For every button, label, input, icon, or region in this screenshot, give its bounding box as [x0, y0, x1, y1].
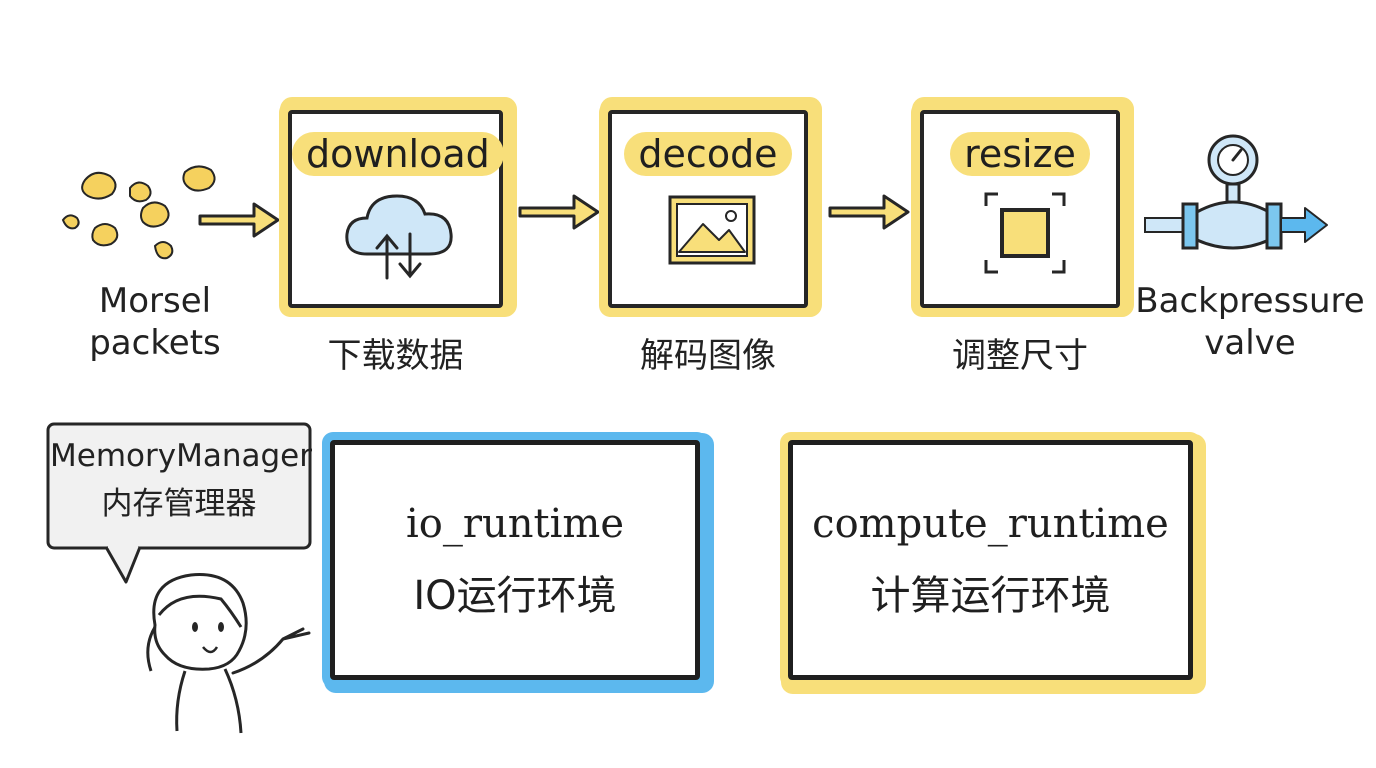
flow-arrow [518, 194, 600, 230]
stage-download: download [288, 110, 504, 308]
stage-resize: resize [920, 110, 1120, 308]
stage-label: download [292, 132, 504, 176]
compute-runtime-box: compute_runtime 计算运行环境 [788, 440, 1193, 680]
flow-arrow [198, 202, 280, 238]
pointing-character-icon [146, 573, 311, 734]
packets-icon [61, 165, 216, 260]
memory-manager-label: MemoryManager 内存管理器 [50, 438, 312, 522]
speech-bubble [46, 422, 312, 584]
stage-label: resize [924, 132, 1116, 176]
flow-arrow [828, 194, 910, 230]
valve-caption: Backpressure valve [1135, 281, 1365, 363]
runtime-label: 计算运行环境 [870, 573, 1111, 619]
runtime-label: IO运行环境 [413, 573, 617, 619]
stage-label: decode [612, 132, 804, 176]
stage-caption-decode: 解码图像 [640, 336, 776, 376]
io-runtime-box: io_runtime IO运行环境 [330, 440, 700, 680]
packets-caption: Morsel packets [89, 281, 221, 363]
runtime-name: compute_runtime [812, 501, 1169, 547]
stage-caption-resize: 调整尺寸 [952, 336, 1088, 376]
stage-caption-download: 下载数据 [327, 336, 464, 376]
crop-icon [984, 192, 1066, 274]
runtime-name: io_runtime [406, 501, 624, 547]
stage-decode: decode [608, 110, 808, 308]
pressure-valve-icon [1144, 134, 1328, 250]
image-icon [668, 195, 756, 265]
cloud-upload-download-icon [345, 194, 453, 280]
